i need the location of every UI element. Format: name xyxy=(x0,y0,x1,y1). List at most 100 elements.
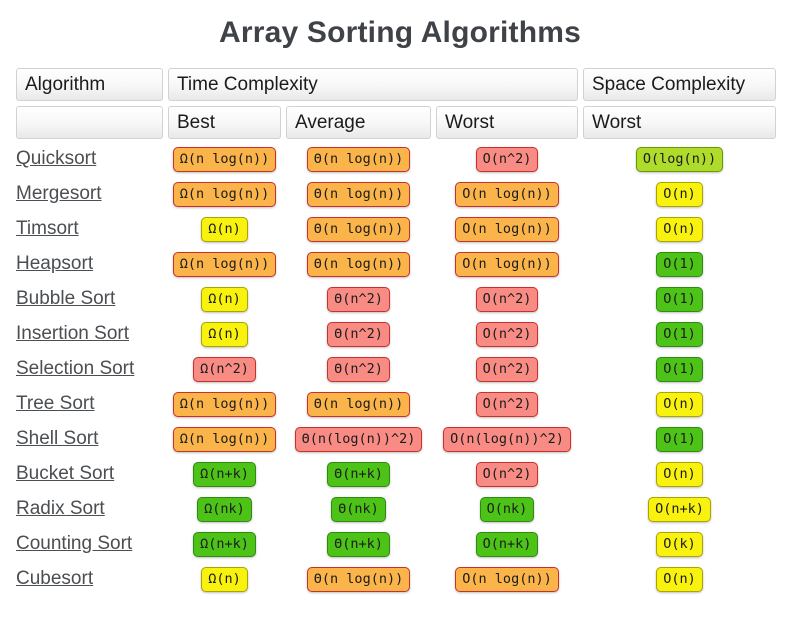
best-complexity-cell: Ω(n log(n)) xyxy=(168,249,281,279)
average-complexity-cell: Θ(n log(n)) xyxy=(286,564,431,594)
complexity-badge: Ω(n^2) xyxy=(193,356,256,382)
worst-complexity-cell: O(n^2) xyxy=(436,459,578,489)
complexity-badge: O(n^2) xyxy=(475,356,539,382)
complexity-badge: Ω(n log(n)) xyxy=(172,391,277,417)
sorting-algorithms-table: Algorithm Time Complexity Space Complexi… xyxy=(0,68,800,594)
space-complexity-cell: O(1) xyxy=(583,354,776,384)
header-space-worst: Worst xyxy=(583,106,776,139)
algorithm-link[interactable]: Shell Sort xyxy=(16,428,99,449)
table-row-algorithm-cell: Tree Sort xyxy=(16,389,163,419)
complexity-badge: Θ(nk) xyxy=(331,496,386,522)
complexity-badge: Θ(n log(n)) xyxy=(306,181,411,207)
average-complexity-cell: Θ(n log(n)) xyxy=(286,179,431,209)
complexity-badge: Ω(n log(n)) xyxy=(172,251,277,277)
complexity-badge: O(n^2) xyxy=(475,321,539,347)
table-row-algorithm-cell: Counting Sort xyxy=(16,529,163,559)
complexity-badge: O(nk) xyxy=(479,496,535,522)
complexity-badge: Θ(n^2) xyxy=(327,286,390,312)
average-complexity-cell: Θ(n(log(n))^2) xyxy=(286,424,431,454)
best-complexity-cell: Ω(n) xyxy=(168,214,281,244)
worst-complexity-cell: O(n log(n)) xyxy=(436,179,578,209)
best-complexity-cell: Ω(n log(n)) xyxy=(168,389,281,419)
algorithm-link[interactable]: Bucket Sort xyxy=(16,463,115,484)
header-best: Best xyxy=(168,106,281,139)
best-complexity-cell: Ω(n log(n)) xyxy=(168,179,281,209)
average-complexity-cell: Θ(n log(n)) xyxy=(286,389,431,419)
average-complexity-cell: Θ(n log(n)) xyxy=(286,249,431,279)
complexity-badge: O(n^2) xyxy=(475,391,539,417)
header-empty xyxy=(16,106,163,139)
header-average: Average xyxy=(286,106,431,139)
algorithm-link[interactable]: Cubesort xyxy=(16,568,94,589)
table-row-algorithm-cell: Bubble Sort xyxy=(16,284,163,314)
average-complexity-cell: Θ(n^2) xyxy=(286,354,431,384)
complexity-badge: O(1) xyxy=(656,286,703,312)
complexity-badge: O(n) xyxy=(656,461,703,487)
worst-complexity-cell: O(n^2) xyxy=(436,389,578,419)
complexity-badge: O(1) xyxy=(656,251,703,277)
table-row-algorithm-cell: Shell Sort xyxy=(16,424,163,454)
table-row-algorithm-cell: Insertion Sort xyxy=(16,319,163,349)
algorithm-link[interactable]: Radix Sort xyxy=(16,498,105,519)
complexity-badge: O(n log(n)) xyxy=(455,181,559,207)
space-complexity-cell: O(k) xyxy=(583,529,776,559)
algorithm-link[interactable]: Counting Sort xyxy=(16,533,133,554)
header-worst: Worst xyxy=(436,106,578,139)
complexity-badge: Ω(nk) xyxy=(197,496,252,522)
complexity-badge: O(log(n)) xyxy=(635,146,724,172)
algorithm-link[interactable]: Quicksort xyxy=(16,148,97,169)
space-complexity-cell: O(n) xyxy=(583,389,776,419)
complexity-badge: O(n(log(n))^2) xyxy=(443,426,571,452)
space-complexity-cell: O(log(n)) xyxy=(583,144,776,174)
table-row-algorithm-cell: Cubesort xyxy=(16,564,163,594)
complexity-badge: Θ(n log(n)) xyxy=(306,566,411,592)
worst-complexity-cell: O(n^2) xyxy=(436,354,578,384)
best-complexity-cell: Ω(n log(n)) xyxy=(168,144,281,174)
space-complexity-cell: O(1) xyxy=(583,319,776,349)
complexity-badge: Ω(n+k) xyxy=(193,461,256,487)
worst-complexity-cell: O(nk) xyxy=(436,494,578,524)
complexity-badge: O(n) xyxy=(656,391,703,417)
best-complexity-cell: Ω(n) xyxy=(168,319,281,349)
complexity-badge: Ω(n log(n)) xyxy=(172,146,277,172)
algorithm-link[interactable]: Insertion Sort xyxy=(16,323,129,344)
best-complexity-cell: Ω(n+k) xyxy=(168,459,281,489)
best-complexity-cell: Ω(n^2) xyxy=(168,354,281,384)
average-complexity-cell: Θ(n+k) xyxy=(286,529,431,559)
complexity-badge: Ω(n) xyxy=(201,566,248,592)
complexity-badge: O(n+k) xyxy=(648,496,711,522)
complexity-badge: Θ(n+k) xyxy=(327,531,390,557)
algorithm-link[interactable]: Tree Sort xyxy=(16,393,95,414)
worst-complexity-cell: O(n^2) xyxy=(436,319,578,349)
algorithm-link[interactable]: Mergesort xyxy=(16,183,102,204)
table-row-algorithm-cell: Bucket Sort xyxy=(16,459,163,489)
complexity-badge: Ω(n) xyxy=(201,321,248,347)
complexity-badge: O(n+k) xyxy=(475,531,539,557)
space-complexity-cell: O(n) xyxy=(583,459,776,489)
complexity-badge: Ω(n log(n)) xyxy=(172,426,277,452)
space-complexity-cell: O(1) xyxy=(583,249,776,279)
best-complexity-cell: Ω(n) xyxy=(168,284,281,314)
complexity-badge: Ω(n) xyxy=(201,286,248,312)
complexity-badge: Θ(n log(n)) xyxy=(306,146,411,172)
average-complexity-cell: Θ(n+k) xyxy=(286,459,431,489)
page-title: Array Sorting Algorithms xyxy=(218,16,582,49)
space-complexity-cell: O(n+k) xyxy=(583,494,776,524)
best-complexity-cell: Ω(n log(n)) xyxy=(168,424,281,454)
complexity-badge: O(n log(n)) xyxy=(455,566,559,592)
complexity-badge: Θ(n+k) xyxy=(327,461,390,487)
space-complexity-cell: O(n) xyxy=(583,179,776,209)
table-row-algorithm-cell: Selection Sort xyxy=(16,354,163,384)
algorithm-link[interactable]: Selection Sort xyxy=(16,358,135,379)
complexity-badge: Θ(n log(n)) xyxy=(306,251,411,277)
algorithm-link[interactable]: Bubble Sort xyxy=(16,288,116,309)
complexity-badge: O(n^2) xyxy=(475,286,539,312)
table-row-algorithm-cell: Timsort xyxy=(16,214,163,244)
complexity-badge: Θ(n^2) xyxy=(327,356,390,382)
average-complexity-cell: Θ(n log(n)) xyxy=(286,144,431,174)
complexity-badge: O(k) xyxy=(656,531,703,557)
algorithm-link[interactable]: Timsort xyxy=(16,218,79,239)
complexity-badge: O(1) xyxy=(656,356,703,382)
algorithm-link[interactable]: Heapsort xyxy=(16,253,94,274)
